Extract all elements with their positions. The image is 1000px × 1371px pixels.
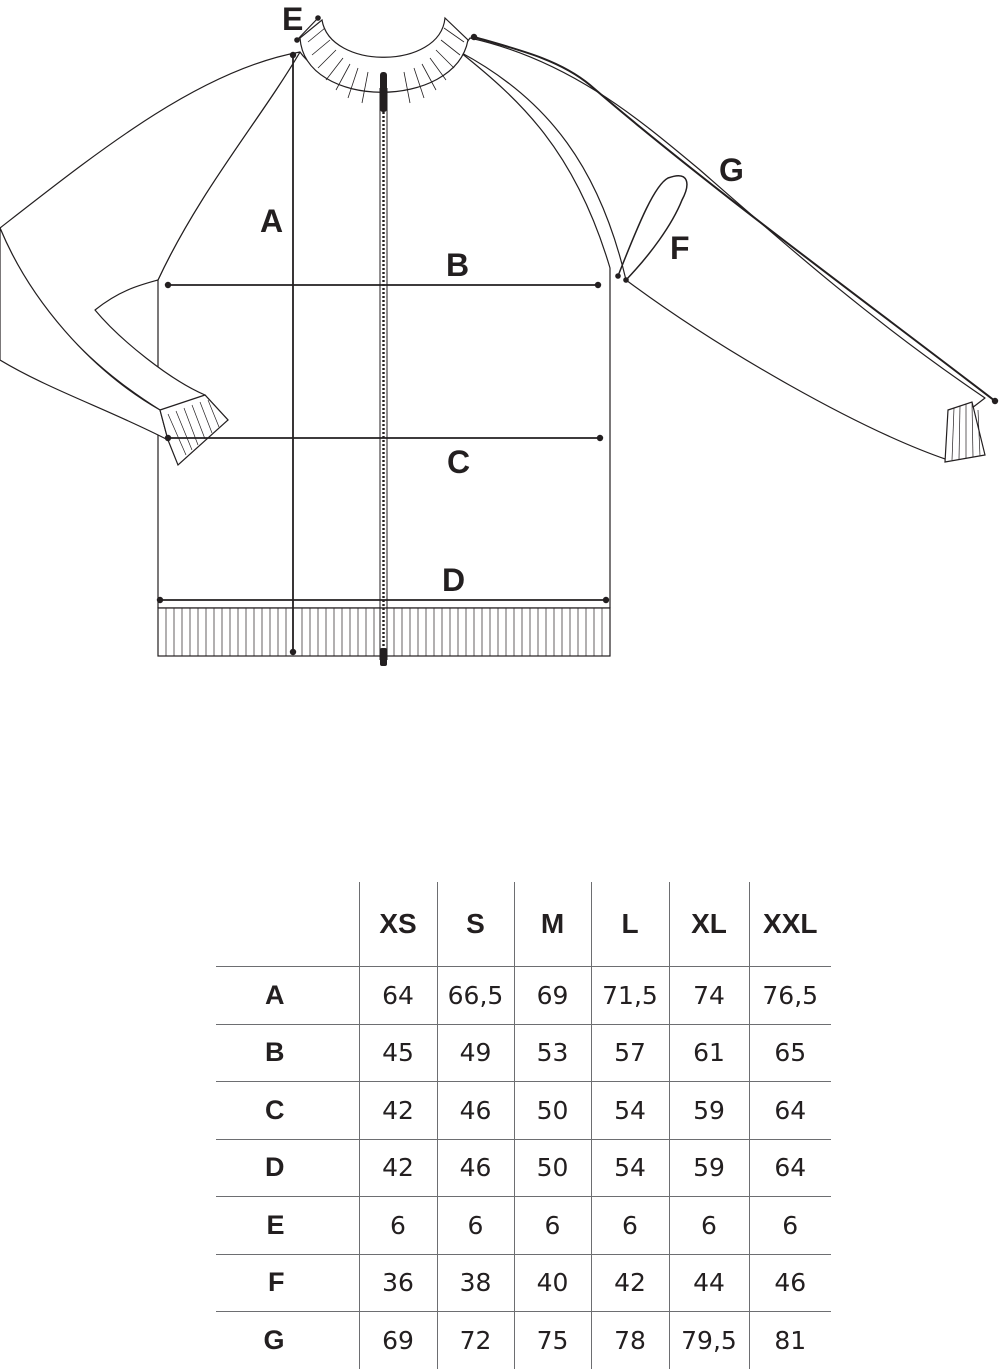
table-cell: 6 [513, 1196, 591, 1254]
size-header-row: XS S M L XL XXL [216, 882, 831, 967]
measure-point-d-left [156, 596, 164, 604]
table-cell: 75 [513, 1311, 591, 1369]
table-cell: 76,5 [748, 966, 831, 1024]
row-label: D [216, 1138, 359, 1197]
table-cell: 6 [358, 1196, 437, 1254]
table-row: A 64 66,5 69 71,5 74 76,5 [216, 966, 831, 1024]
label-a: A [260, 203, 283, 239]
table-cell: 6 [668, 1196, 749, 1254]
size-header: L [590, 882, 669, 967]
table-cell: 6 [436, 1196, 514, 1254]
row-label: C [216, 1081, 359, 1139]
measure-point-e-bottom [294, 37, 300, 43]
table-cell: 72 [436, 1311, 514, 1369]
measure-line-e [296, 17, 319, 41]
table-cell: 71,5 [590, 966, 669, 1024]
table-cell: 69 [358, 1311, 437, 1369]
collar-ribbing [299, 16, 469, 104]
measure-point-c-left [164, 434, 172, 442]
jacket-measurement-diagram: A B C D E F G [0, 1, 999, 666]
measure-point-d-right [602, 596, 610, 604]
row-label: E [216, 1196, 359, 1254]
table-cell: 36 [358, 1253, 437, 1312]
measure-point-e-top [315, 15, 321, 21]
size-chart-table: XS S M L XL XXL A 64 66,5 69 71,5 74 76,… [216, 882, 831, 1369]
table-cell: 59 [668, 1138, 749, 1197]
size-header: S [436, 882, 514, 967]
table-cell: 42 [590, 1253, 669, 1312]
size-header: M [513, 882, 591, 967]
table-cell: 78 [590, 1311, 669, 1369]
table-cell: 53 [513, 1023, 591, 1082]
zipper [379, 72, 388, 666]
measure-point-c-right [596, 434, 604, 442]
table-cell: 46 [436, 1138, 514, 1197]
table-cell: 69 [513, 966, 591, 1024]
table-cell: 50 [513, 1138, 591, 1197]
label-e: E [282, 1, 303, 37]
table-row: E 6 6 6 6 6 6 [216, 1196, 831, 1254]
table-row: F 36 38 40 42 44 46 [216, 1253, 831, 1312]
table-cell: 64 [358, 966, 437, 1024]
zipper-stop [380, 648, 387, 666]
header-corner [216, 882, 359, 967]
table-cell: 6 [748, 1196, 831, 1254]
table-row: B 45 49 53 57 61 65 [216, 1023, 831, 1082]
right-cuff-ribbing [944, 401, 986, 463]
measure-point-a-bottom [289, 648, 297, 656]
label-c: C [447, 444, 470, 480]
measure-point-g-start [470, 33, 478, 41]
table-cell: 45 [358, 1023, 437, 1082]
table-cell: 50 [513, 1081, 591, 1139]
left-cuff-ribbing [159, 394, 229, 467]
table-row: D 42 46 50 54 59 64 [216, 1138, 831, 1197]
table-cell: 57 [590, 1023, 669, 1082]
label-f: F [670, 230, 690, 266]
table-cell: 66,5 [436, 966, 514, 1024]
label-d: D [442, 562, 465, 598]
table-cell: 46 [436, 1081, 514, 1139]
row-label: A [265, 979, 285, 1010]
table-cell: 6 [590, 1196, 669, 1254]
table-cell: 74 [668, 966, 749, 1024]
row-label: G [216, 1311, 359, 1369]
measure-point-f-left [615, 273, 621, 279]
size-header: XS [358, 882, 437, 967]
table-row: G 69 72 75 78 79,5 81 [216, 1311, 831, 1369]
table-cell: 79,5 [668, 1311, 749, 1369]
table-cell: 38 [436, 1253, 514, 1312]
row-label: F [216, 1253, 359, 1312]
table-cell: 40 [513, 1253, 591, 1312]
measure-point-a-top [289, 51, 297, 59]
row-label: B [216, 1023, 359, 1082]
table-cell: 81 [748, 1311, 831, 1369]
measure-loop-f [617, 175, 688, 281]
table-cell: 65 [748, 1023, 831, 1082]
measure-point-g-end [991, 397, 999, 405]
label-g: G [719, 152, 744, 188]
measure-line-g [473, 36, 996, 402]
table-cell: 64 [748, 1138, 831, 1197]
table-cell: 64 [748, 1081, 831, 1139]
size-header: XXL [748, 882, 831, 967]
table-cell: 54 [590, 1138, 669, 1197]
table-cell: 59 [668, 1081, 749, 1139]
measure-point-b-right [594, 281, 602, 289]
table-cell: 54 [590, 1081, 669, 1139]
table-cell: 46 [748, 1253, 831, 1312]
zipper-pull [380, 72, 387, 112]
size-header: XL [668, 882, 749, 967]
table-cell: 44 [668, 1253, 749, 1312]
measure-point-b-left [164, 281, 172, 289]
table-cell: 49 [436, 1023, 514, 1082]
table-cell: 61 [668, 1023, 749, 1082]
table-cell: 42 [358, 1081, 437, 1139]
label-b: B [446, 247, 469, 283]
table-cell: 42 [358, 1138, 437, 1197]
measure-point-f-right [623, 277, 629, 283]
table-row: C 42 46 50 54 59 64 [216, 1081, 831, 1139]
